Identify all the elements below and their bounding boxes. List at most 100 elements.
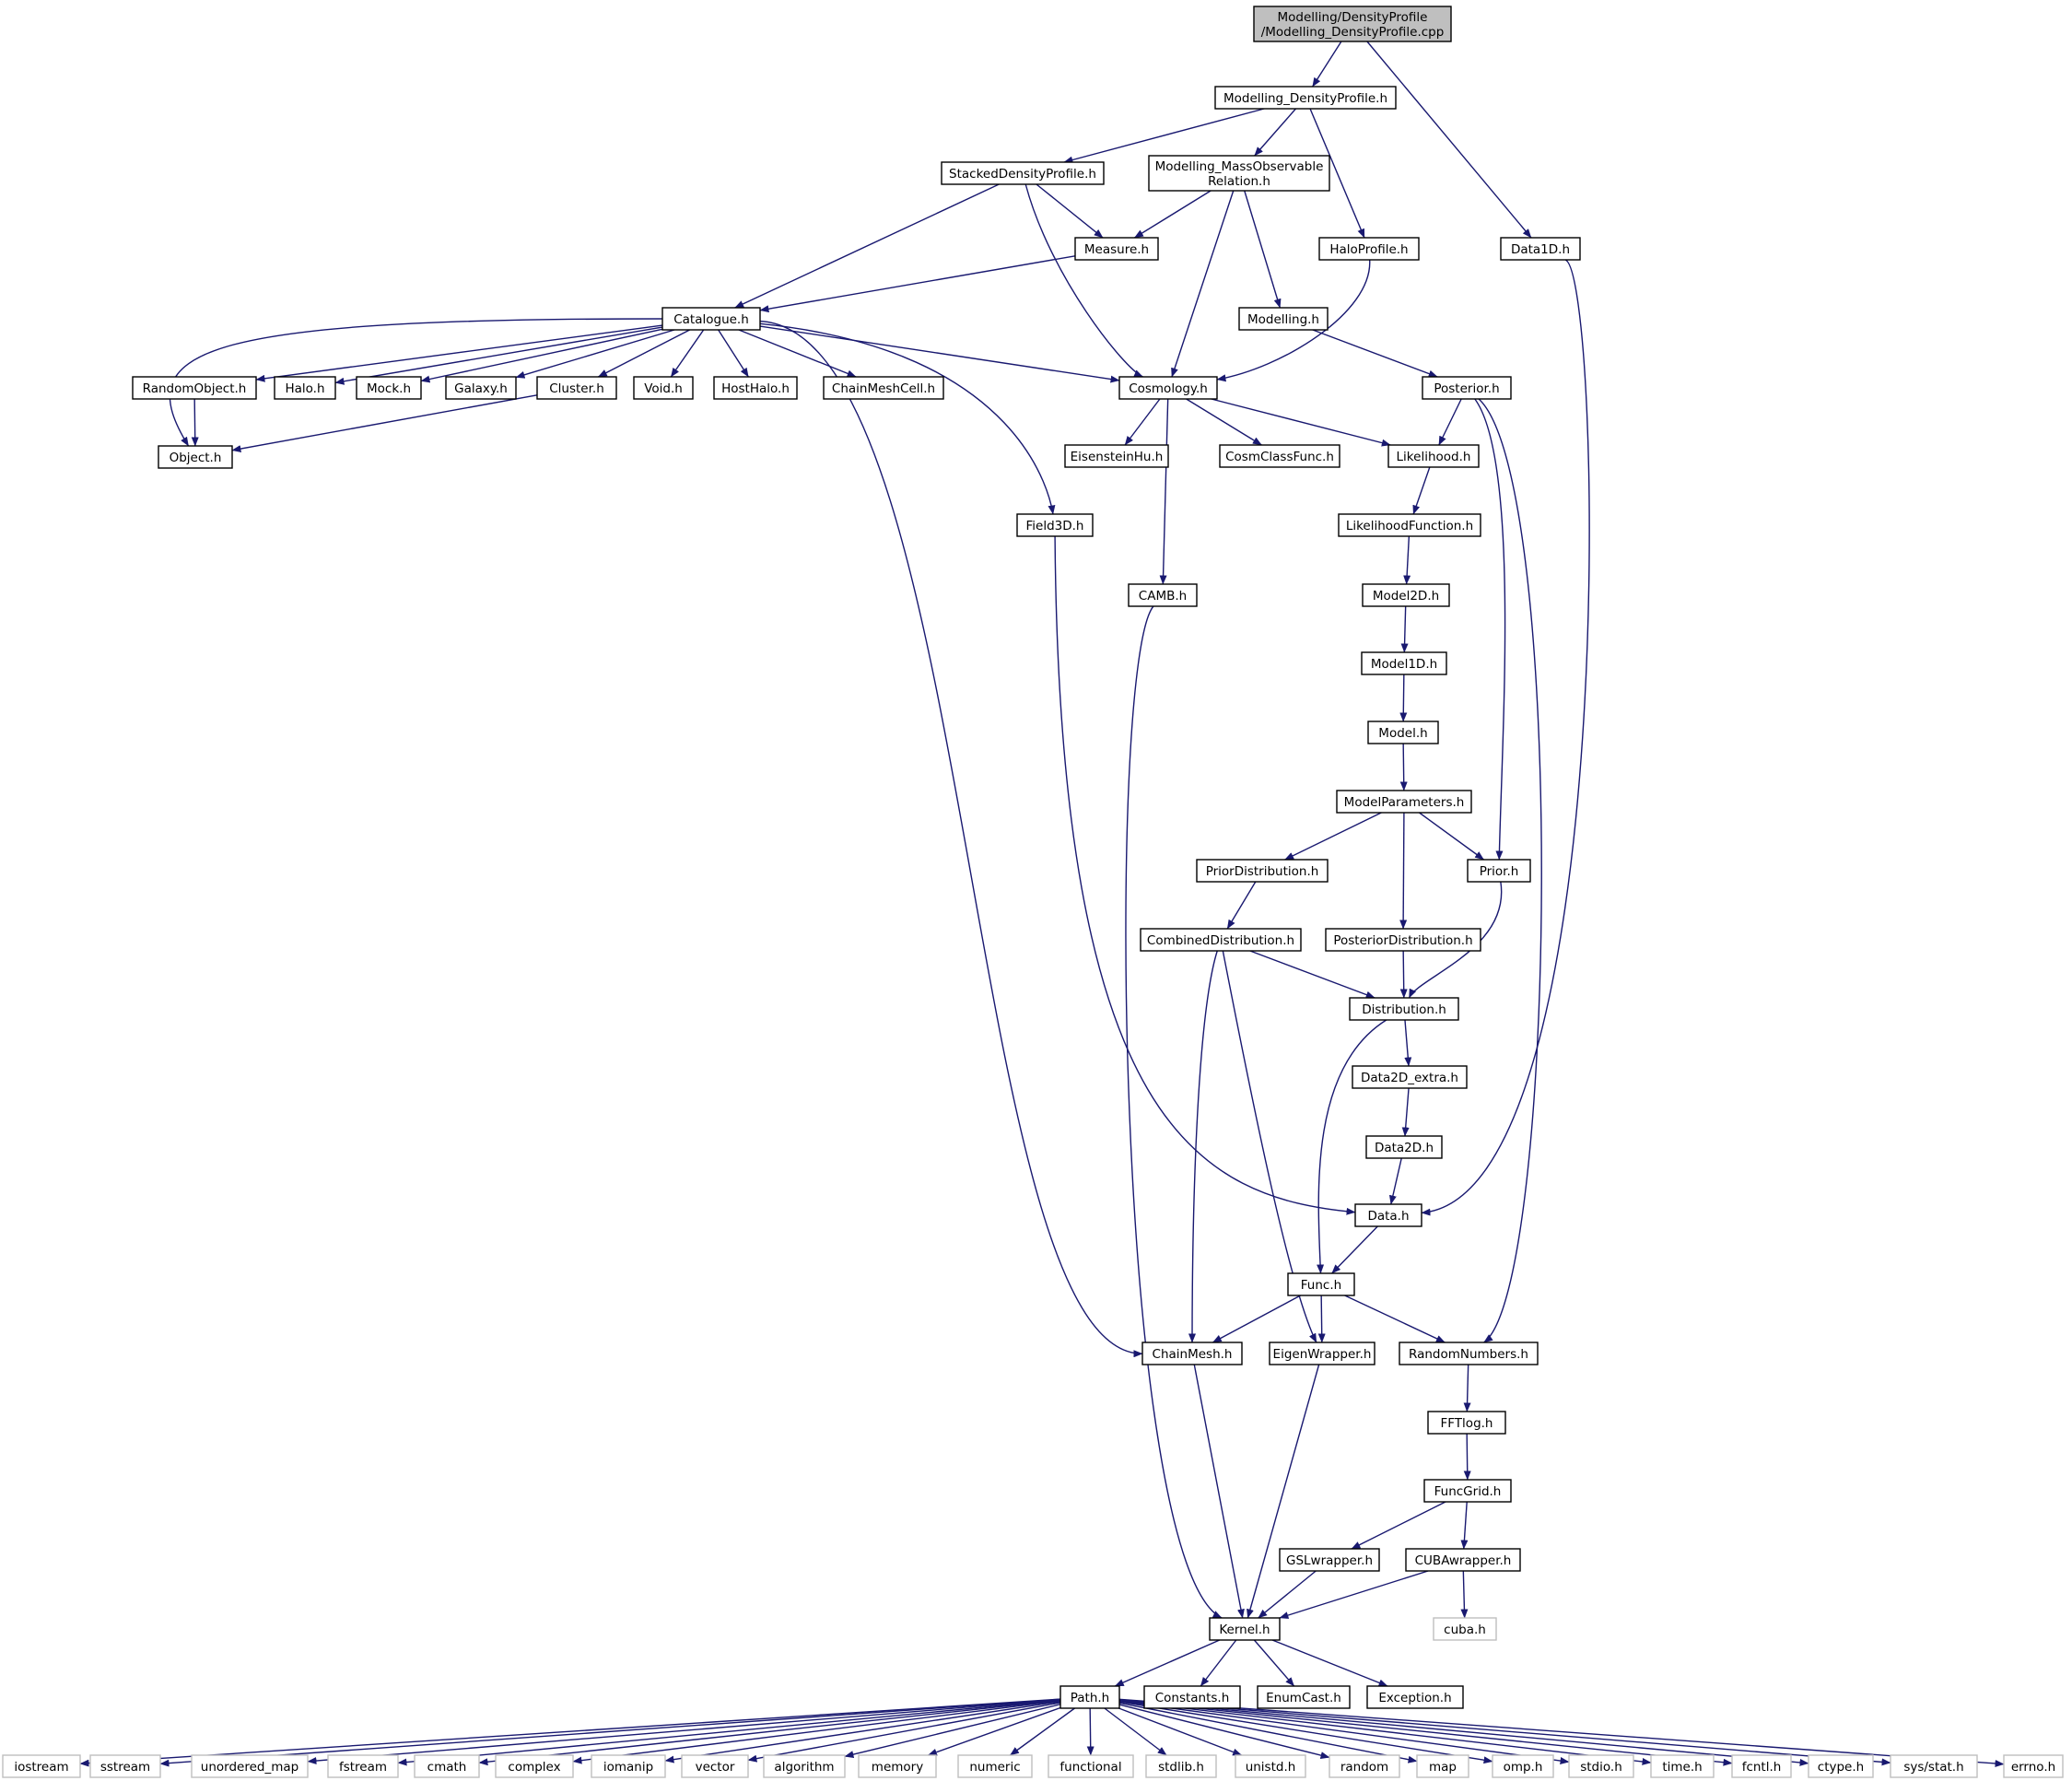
edge-path-to-fcntl — [1118, 1699, 1733, 1766]
edge-kernel-to-exception — [1271, 1639, 1388, 1687]
edge-catalogue-to-randobj — [255, 324, 663, 382]
node-likelihood[interactable]: Likelihood.h — [1387, 444, 1480, 468]
node-mock[interactable]: Mock.h — [356, 376, 422, 400]
node-data1d[interactable]: Data1D.h — [1500, 237, 1581, 261]
node-functional: functional — [1048, 1754, 1134, 1778]
node-label: Distribution.h — [1362, 1002, 1446, 1017]
node-box — [1214, 86, 1397, 110]
node-modelparams[interactable]: ModelParameters.h — [1336, 790, 1472, 814]
node-object[interactable]: Object.h — [158, 445, 233, 469]
node-label: Constants.h — [1155, 1691, 1230, 1705]
node-postdist[interactable]: PosteriorDistribution.h — [1325, 928, 1481, 952]
node-label: Posterior.h — [1434, 381, 1499, 396]
node-model1d[interactable]: Model1D.h — [1361, 651, 1447, 675]
node-combdist[interactable]: CombinedDistribution.h — [1140, 928, 1302, 952]
node-randnum[interactable]: RandomNumbers.h — [1399, 1342, 1539, 1365]
node-measure[interactable]: Measure.h — [1074, 237, 1159, 261]
node-label: random — [1340, 1760, 1388, 1775]
node-funcgrid[interactable]: FuncGrid.h — [1423, 1479, 1512, 1503]
node-eisenstein[interactable]: EisensteinHu.h — [1064, 444, 1169, 468]
node-distribution[interactable]: Distribution.h — [1349, 997, 1459, 1021]
node-label: Kernel.h — [1219, 1623, 1270, 1637]
edge-distribution-to-func — [1317, 1019, 1387, 1274]
node-data2dextra[interactable]: Data2D_extra.h — [1352, 1065, 1468, 1089]
node-box — [1362, 583, 1450, 607]
node-sysstat: sys/stat.h — [1890, 1754, 1978, 1778]
node-box — [1399, 1342, 1539, 1365]
node-cuba[interactable]: CUBAwrapper.h — [1405, 1548, 1521, 1572]
node-label: algorithm — [774, 1760, 834, 1775]
node-box — [1059, 1685, 1120, 1709]
node-box — [633, 376, 694, 400]
edge-cosmology-to-camb — [1159, 398, 1169, 585]
node-root[interactable]: Modelling/DensityProfile/Modelling_Densi… — [1253, 6, 1452, 42]
node-mdp[interactable]: Modelling_DensityProfile.h — [1214, 86, 1397, 110]
node-box — [858, 1754, 937, 1778]
node-box — [1141, 1342, 1243, 1365]
node-path[interactable]: Path.h — [1059, 1685, 1120, 1709]
node-box — [661, 307, 761, 331]
node-box — [536, 376, 617, 400]
node-exception[interactable]: Exception.h — [1366, 1685, 1464, 1709]
node-cosmology[interactable]: Cosmology.h — [1118, 376, 1218, 400]
node-cluster[interactable]: Cluster.h — [536, 376, 617, 400]
node-omp: omp.h — [1492, 1754, 1554, 1778]
node-priordist[interactable]: PriorDistribution.h — [1196, 859, 1329, 883]
node-void[interactable]: Void.h — [633, 376, 694, 400]
node-func[interactable]: Func.h — [1287, 1272, 1355, 1296]
edge-path-to-numeric — [1010, 1707, 1075, 1756]
node-eigen[interactable]: EigenWrapper.h — [1269, 1342, 1375, 1365]
edge-path-to-timeh — [1118, 1700, 1652, 1765]
node-constants[interactable]: Constants.h — [1143, 1685, 1241, 1709]
edge-posterior-to-randnum — [1478, 398, 1542, 1343]
node-box — [1148, 155, 1330, 192]
node-data2d[interactable]: Data2D.h — [1365, 1135, 1443, 1159]
node-chainmesh[interactable]: ChainMesh.h — [1141, 1342, 1243, 1365]
node-label: Cluster.h — [549, 381, 604, 396]
node-fftlog[interactable]: FFTlog.h — [1427, 1411, 1506, 1435]
node-halo[interactable]: Halo.h — [274, 376, 336, 400]
edge-halop-to-cosmology — [1216, 259, 1371, 382]
node-prior[interactable]: Prior.h — [1467, 859, 1531, 883]
node-data[interactable]: Data.h — [1354, 1203, 1422, 1227]
node-label: unordered_map — [201, 1760, 299, 1775]
node-sdp[interactable]: StackedDensityProfile.h — [941, 161, 1105, 185]
node-box — [1808, 1754, 1874, 1778]
node-enumcast[interactable]: EnumCast.h — [1257, 1685, 1351, 1709]
edge-distribution-to-data2dextra — [1404, 1019, 1412, 1067]
node-field3d[interactable]: Field3D.h — [1016, 513, 1094, 537]
node-label: map — [1429, 1760, 1457, 1775]
node-catalogue[interactable]: Catalogue.h — [661, 307, 761, 331]
node-unistd: unistd.h — [1235, 1754, 1306, 1778]
edge-randobj-to-object — [191, 398, 199, 447]
node-model2d[interactable]: Model2D.h — [1362, 583, 1450, 607]
node-box — [1366, 1685, 1464, 1709]
node-box — [763, 1754, 846, 1778]
node-cmcell[interactable]: ChainMeshCell.h — [823, 376, 944, 400]
node-modelling[interactable]: Modelling.h — [1238, 307, 1329, 331]
node-label: iomanip — [603, 1760, 653, 1775]
node-galaxy[interactable]: Galaxy.h — [445, 376, 517, 400]
node-label: HaloProfile.h — [1329, 242, 1408, 257]
node-posterior[interactable]: Posterior.h — [1422, 376, 1512, 400]
edge-randnum-to-fftlog — [1463, 1364, 1471, 1412]
node-label: Halo.h — [285, 381, 324, 396]
node-kernel[interactable]: Kernel.h — [1209, 1617, 1281, 1641]
edge-combdist-to-chainmesh — [1188, 950, 1218, 1343]
node-randobj[interactable]: RandomObject.h — [132, 376, 257, 400]
node-box — [1325, 928, 1481, 952]
node-likfunc[interactable]: LikelihoodFunction.h — [1338, 513, 1481, 537]
node-box — [1329, 1754, 1400, 1778]
node-hosthalo[interactable]: HostHalo.h — [713, 376, 798, 400]
node-model[interactable]: Model.h — [1367, 721, 1439, 744]
node-gsl[interactable]: GSLwrapper.h — [1279, 1548, 1380, 1572]
edge-likelihood-to-likfunc — [1412, 466, 1431, 515]
node-cosmclass[interactable]: CosmClassFunc.h — [1219, 444, 1340, 468]
node-camb[interactable]: CAMB.h — [1128, 583, 1198, 607]
node-halop[interactable]: HaloProfile.h — [1318, 237, 1420, 261]
node-label: HostHalo.h — [721, 381, 790, 396]
node-box — [1074, 237, 1159, 261]
node-algorithm: algorithm — [763, 1754, 846, 1778]
